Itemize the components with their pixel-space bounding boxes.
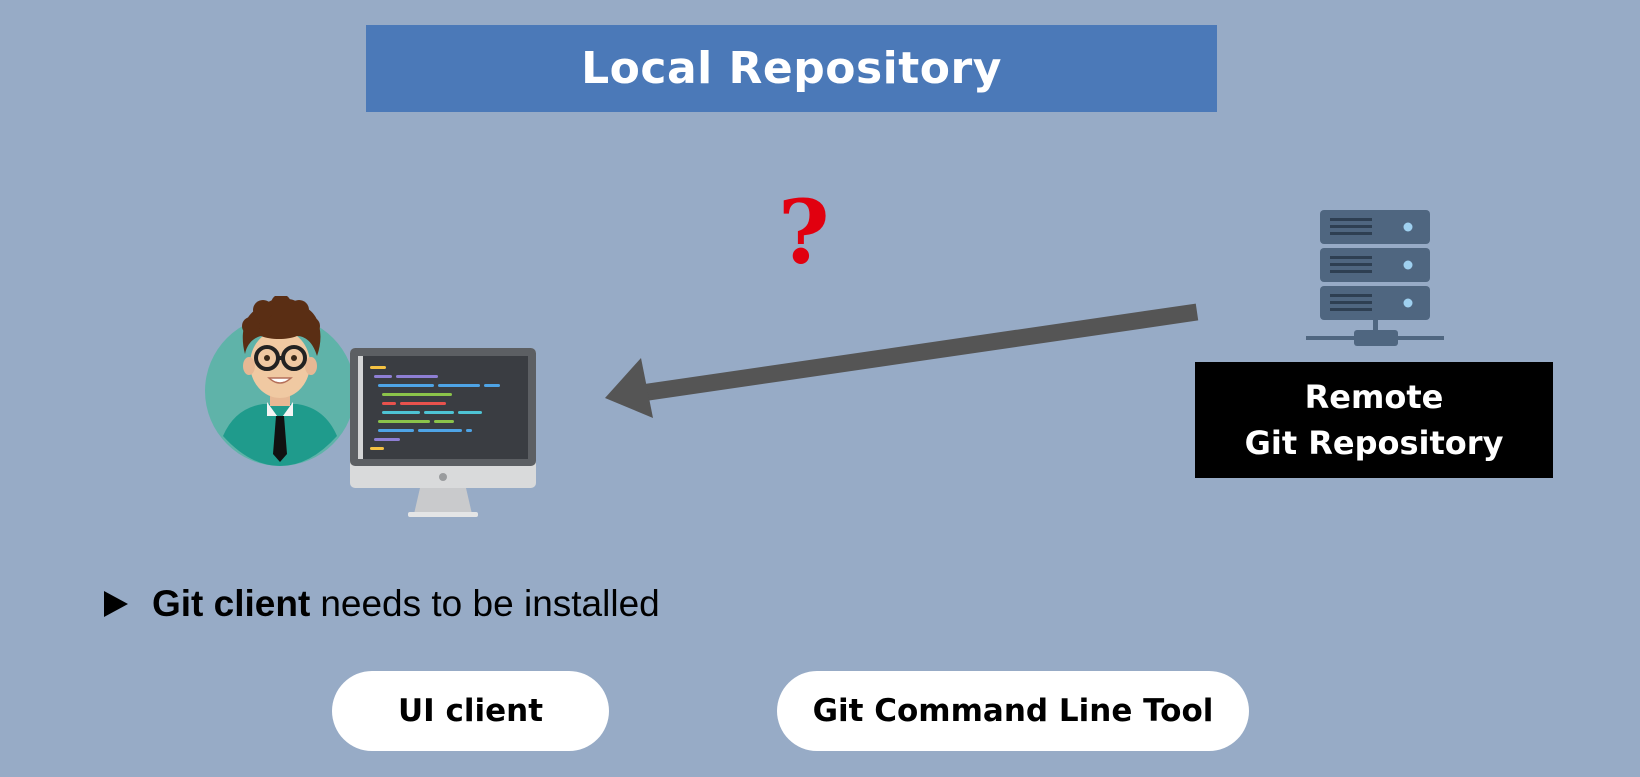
git-command-line-tool-label: Git Command Line Tool bbox=[812, 693, 1214, 729]
git-command-line-tool-pill: Git Command Line Tool bbox=[777, 671, 1249, 751]
bullet-strong-text: Git client bbox=[152, 583, 311, 624]
question-mark: ? bbox=[778, 180, 830, 284]
remote-label-line2: Git Repository bbox=[1244, 424, 1504, 462]
ui-client-label: UI client bbox=[397, 693, 544, 729]
triangle-bullet-icon bbox=[104, 591, 128, 617]
code-monitor-icon bbox=[350, 348, 536, 517]
remote-repository-label: Remote Git Repository bbox=[1195, 362, 1553, 478]
left-arrow-icon bbox=[605, 303, 1199, 418]
title-banner: Local Repository bbox=[366, 25, 1217, 112]
bullet-point: Git client needs to be installed bbox=[104, 583, 660, 625]
developer-avatar-icon bbox=[205, 296, 350, 466]
ui-client-pill: UI client bbox=[332, 671, 609, 751]
page-title: Local Repository bbox=[581, 43, 1002, 94]
remote-label-line1: Remote bbox=[1304, 377, 1444, 416]
developer-illustration bbox=[205, 296, 545, 526]
bullet-text: needs to be installed bbox=[320, 583, 660, 624]
server-rack-icon bbox=[1306, 210, 1444, 346]
